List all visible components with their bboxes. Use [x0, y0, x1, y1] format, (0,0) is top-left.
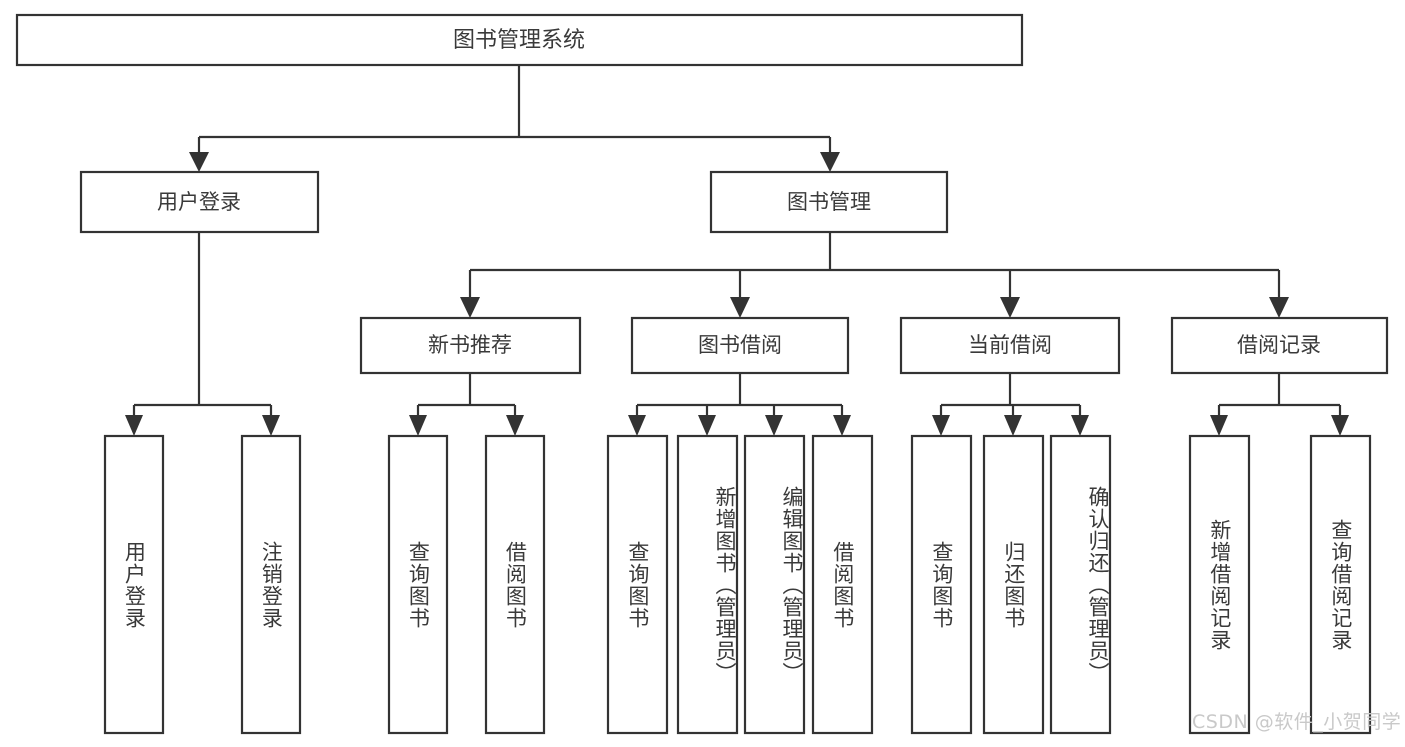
connector-group-current-borrow	[932, 373, 1089, 436]
node-box-leaf-user-login[interactable]	[103, 434, 165, 735]
arrowhead-to-new-book-rec	[460, 297, 480, 318]
node-book-borrow[interactable]: 图书借阅	[630, 316, 850, 375]
arrowhead-to-cb-return	[1004, 415, 1022, 436]
connector-group-book-borrow	[628, 373, 851, 436]
node-box-bb-borrow[interactable]	[811, 434, 874, 735]
node-new-book-rec[interactable]: 新书推荐	[359, 316, 582, 375]
arrowhead-to-book-borrow	[730, 297, 750, 318]
arrowhead-to-current-borrow	[1000, 297, 1020, 318]
arrowhead-to-bb-query	[628, 415, 646, 436]
node-box-nbr-borrow[interactable]	[484, 434, 546, 735]
arrowhead-to-bb-borrow	[833, 415, 851, 436]
arrowhead-to-bb-edit	[765, 415, 783, 436]
csdn-watermark: CSDN @软件_小贺同学	[1192, 711, 1402, 733]
arrowhead-to-user-login	[189, 152, 209, 172]
node-label-book-manage: 图书管理	[787, 190, 871, 214]
node-label-root: 图书管理系统	[453, 28, 585, 53]
node-borrow-record[interactable]: 借阅记录	[1170, 316, 1389, 375]
arrowhead-to-bb-add	[698, 415, 716, 436]
node-label-book-borrow: 图书借阅	[698, 333, 782, 357]
node-box-bb-edit[interactable]	[743, 434, 806, 735]
arrowhead-to-leaf-user-logout	[262, 415, 280, 436]
node-label-new-book-rec: 新书推荐	[428, 333, 512, 357]
arrowhead-to-cb-query	[932, 415, 950, 436]
node-box-user-login[interactable]	[79, 170, 320, 234]
connector-group-user-login	[125, 232, 280, 436]
arrowhead-to-br-add	[1210, 415, 1228, 436]
node-box-root[interactable]	[15, 13, 1024, 67]
node-box-cb-confirm[interactable]	[1049, 434, 1112, 735]
arrowhead-to-nbr-query	[409, 415, 427, 436]
node-user-login[interactable]: 用户登录	[79, 170, 320, 234]
node-box-nbr-query[interactable]	[387, 434, 449, 735]
arrowhead-to-leaf-user-login	[125, 415, 143, 436]
node-current-borrow[interactable]: 当前借阅	[899, 316, 1121, 375]
node-box-book-borrow[interactable]	[630, 316, 850, 375]
arrowhead-to-nbr-borrow	[506, 415, 524, 436]
node-box-cb-return[interactable]	[982, 434, 1045, 735]
node-box-current-borrow[interactable]	[899, 316, 1121, 375]
node-box-bb-add[interactable]	[676, 434, 739, 735]
node-label-user-login: 用户登录	[157, 190, 241, 214]
connector-group-root	[189, 65, 840, 172]
node-box-br-query[interactable]	[1309, 434, 1372, 735]
node-root[interactable]: 图书管理系统	[15, 13, 1024, 67]
node-box-leaf-user-logout[interactable]	[240, 434, 302, 735]
node-box-bb-query[interactable]	[606, 434, 669, 735]
arrowhead-to-br-query	[1331, 415, 1349, 436]
connector-group-new-book-rec	[409, 373, 524, 436]
connector-group-book-manage	[460, 232, 1289, 318]
node-box-book-manage[interactable]	[709, 170, 949, 234]
node-label-current-borrow: 当前借阅	[968, 333, 1052, 357]
arrowhead-to-borrow-record	[1269, 297, 1289, 318]
node-label-borrow-record: 借阅记录	[1237, 333, 1321, 357]
node-box-cb-query[interactable]	[910, 434, 973, 735]
leaf-boxes	[103, 434, 1372, 735]
arrowhead-to-cb-confirm	[1071, 415, 1089, 436]
arrowhead-to-book-manage	[820, 152, 840, 172]
node-book-manage[interactable]: 图书管理	[709, 170, 949, 234]
connector-group-borrow-record	[1210, 373, 1349, 436]
node-box-new-book-rec[interactable]	[359, 316, 582, 375]
node-box-borrow-record[interactable]	[1170, 316, 1389, 375]
node-box-br-add[interactable]	[1188, 434, 1251, 735]
